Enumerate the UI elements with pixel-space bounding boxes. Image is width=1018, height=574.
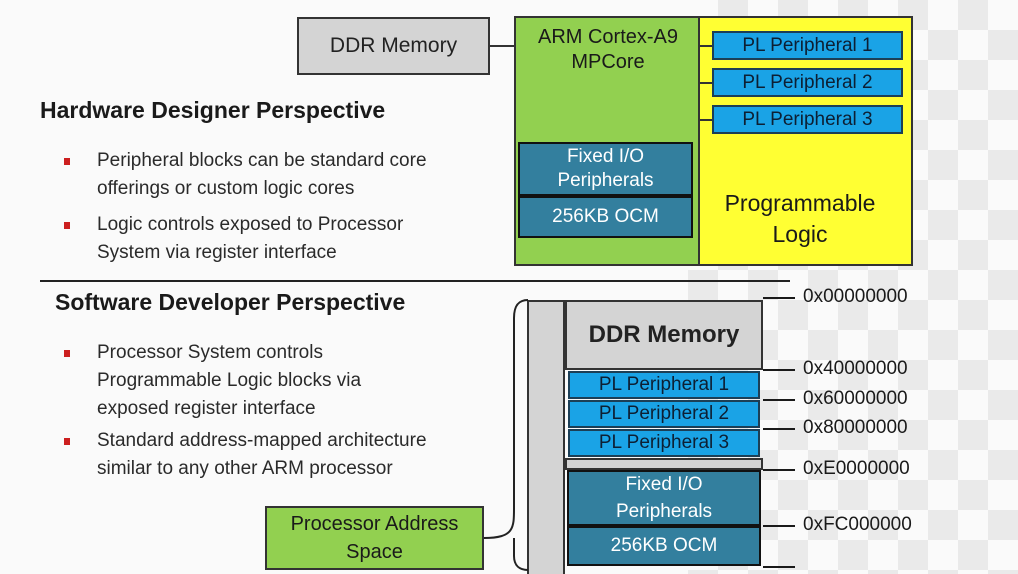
pl-peripheral-3-label: PL Peripheral 3 [742,108,873,130]
addr-label-2: 0x60000000 [803,388,908,409]
addr-label-4: 0xE0000000 [803,458,910,479]
addr-label-1: 0x40000000 [803,358,908,379]
addr-tick-4 [763,469,795,471]
sw-bullet-1: Processor System controls Programmable L… [97,342,362,419]
addr-label-3: 0x80000000 [803,417,908,438]
processor-address-space-label: Processor Address Space [290,513,459,563]
map-pl-peripheral-3-label: PL Peripheral 3 [598,432,730,453]
map-fixed-io-label: Fixed I/O Peripherals [615,474,713,522]
addr-tick-3 [763,428,795,430]
ocm-box: 256KB OCM [518,196,693,238]
section-divider [40,280,790,282]
map-ocm-label: 256KB OCM [610,535,718,556]
programmable-logic-label: Programmable Logic [724,190,876,247]
addr-tick-5 [763,525,795,527]
map-reserved-gap [565,458,763,470]
ddr-memory-box: DDR Memory [297,17,490,75]
addr-label-0: 0x00000000 [803,286,908,307]
map-pl-peripheral-1-box: PL Peripheral 1 [568,371,760,399]
fixed-io-box: Fixed I/O Peripherals [518,142,693,196]
sw-bullet-2: Standard address-mapped architecture sim… [97,430,427,479]
pl1-connector [700,45,712,47]
pl-peripheral-3-box: PL Peripheral 3 [712,105,903,134]
pl-peripheral-1-label: PL Peripheral 1 [742,34,873,56]
hw-bullet-2: Logic controls exposed to Processor Syst… [97,214,404,263]
map-pl-peripheral-1-label: PL Peripheral 1 [598,374,730,395]
software-heading: Software Developer Perspective [55,289,406,315]
sw-bullet-2-marker [64,438,70,445]
sw-bullet-1-marker [64,350,70,357]
map-pl-peripheral-2-label: PL Peripheral 2 [598,403,730,424]
address-space-bracket [484,299,529,571]
processor-address-space-box: Processor Address Space [265,506,484,570]
addr-label-5: 0xFC000000 [803,514,912,535]
map-ocm-box: 256KB OCM [567,526,761,566]
fixed-io-label: Fixed I/O Peripherals [557,146,654,191]
ddr-connector-line [490,45,516,47]
pl-peripheral-2-box: PL Peripheral 2 [712,68,903,97]
ocm-label: 256KB OCM [552,206,659,227]
map-ddr-memory-box: DDR Memory [565,300,763,370]
addr-tick-end [763,566,795,568]
hw-bullet-1-marker [64,158,70,165]
addr-tick-1 [763,369,795,371]
address-map-side-bar [527,300,565,574]
map-ddr-memory-label: DDR Memory [588,321,740,348]
hardware-heading: Hardware Designer Perspective [40,97,386,123]
arm-core-label: ARM Cortex-A9 MPCore [537,26,679,73]
map-pl-peripheral-3-box: PL Peripheral 3 [568,429,760,457]
hw-bullet-1: Peripheral blocks can be standard core o… [97,150,427,199]
pl-peripheral-2-label: PL Peripheral 2 [742,71,873,93]
map-fixed-io-box: Fixed I/O Peripherals [567,470,761,526]
map-pl-peripheral-2-box: PL Peripheral 2 [568,400,760,428]
pl-peripheral-1-box: PL Peripheral 1 [712,31,903,60]
addr-tick-2 [763,399,795,401]
pl3-connector [700,119,712,121]
pl2-connector [700,82,712,84]
hw-bullet-2-marker [64,222,70,229]
ddr-memory-label: DDR Memory [329,34,458,57]
addr-tick-0 [763,297,795,299]
